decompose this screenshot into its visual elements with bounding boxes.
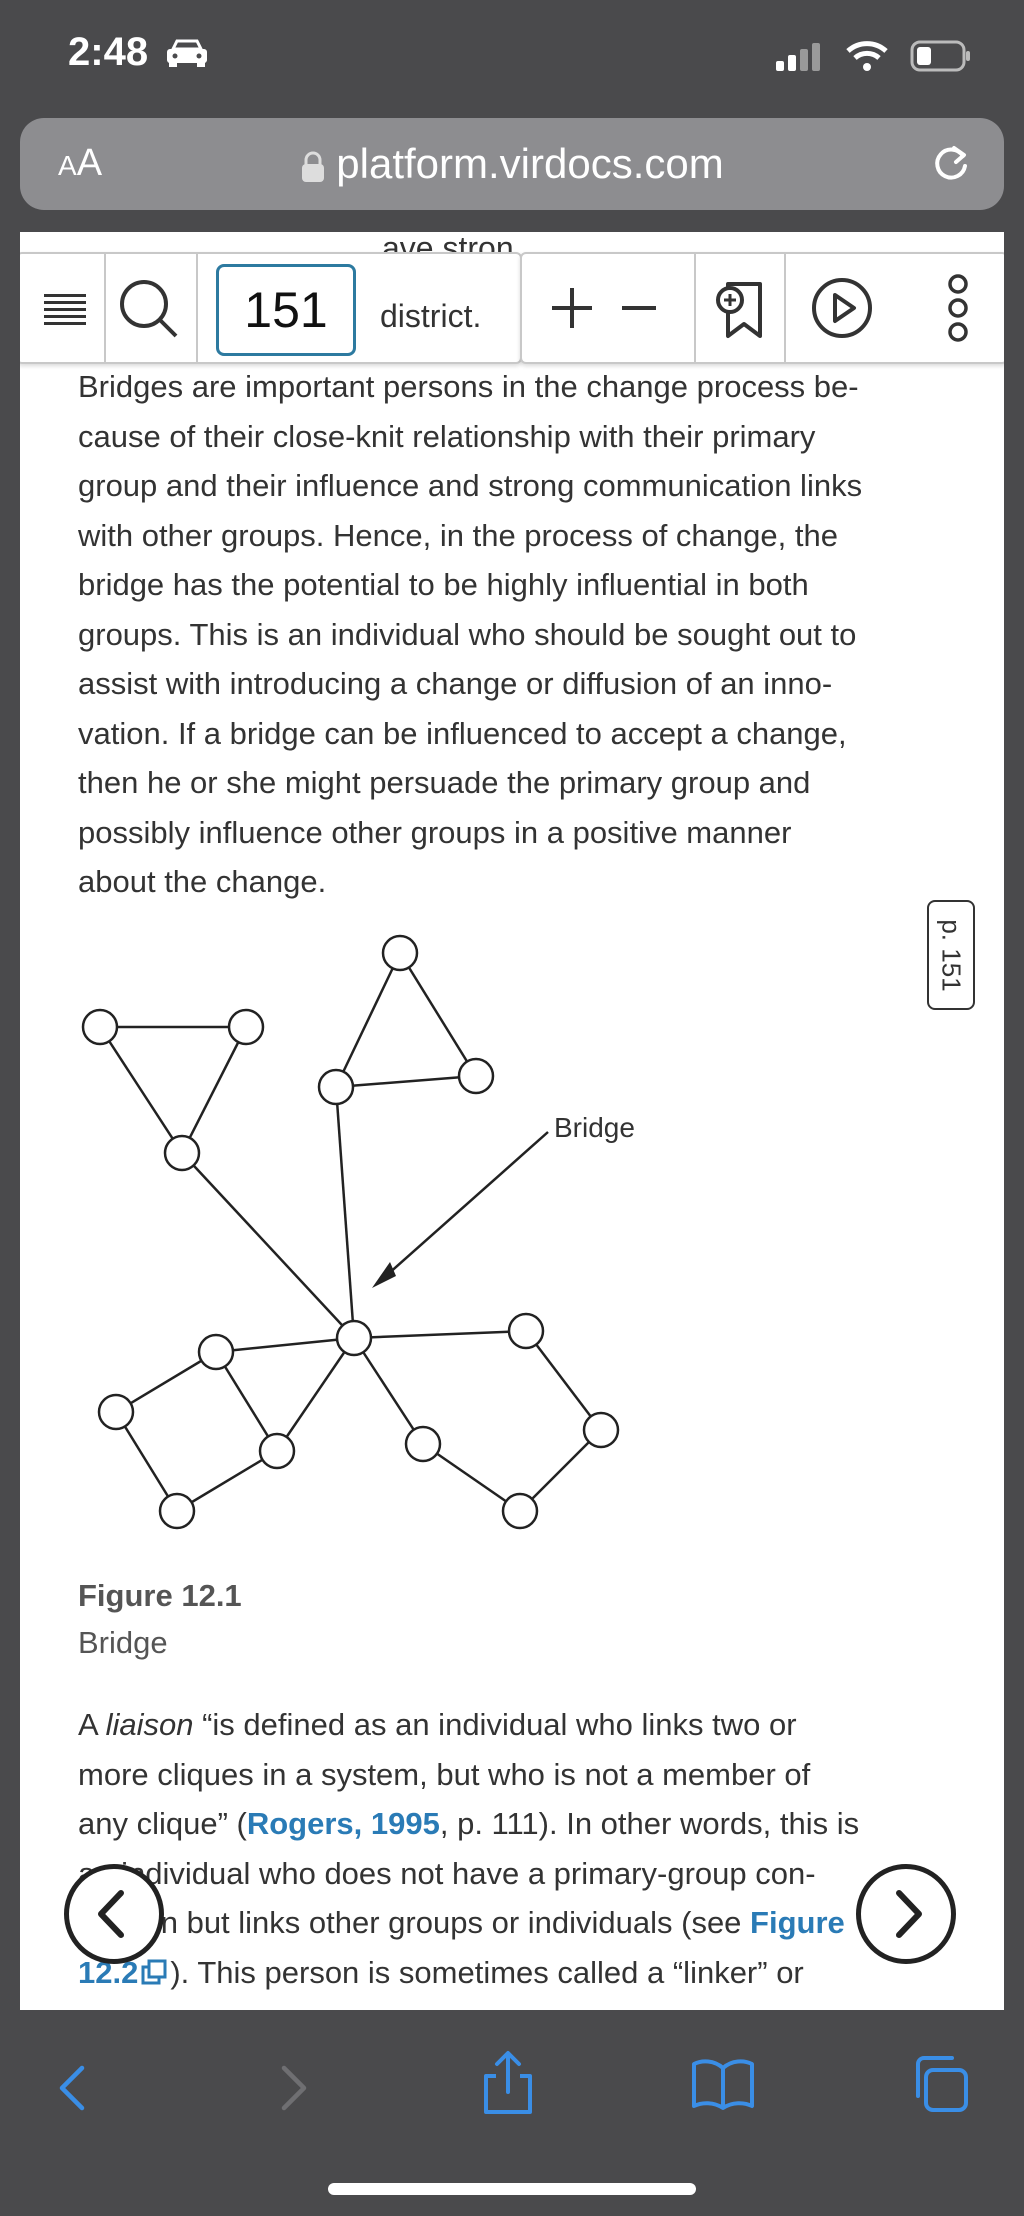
toolbar-separator: [694, 254, 696, 362]
toolbar-separator: [196, 254, 198, 362]
text-line: any clique” (Rogers, 1995, p. 111). In o…: [78, 1806, 860, 1841]
chevron-right-icon: [896, 1890, 922, 1938]
bridge-network-diagram: Bridge: [81, 934, 635, 1530]
text-line: possibly influence other groups in a pos…: [78, 814, 792, 850]
page-marker-label: p. 151: [936, 919, 967, 992]
text-line: then he or she might persuade the primar…: [78, 765, 811, 800]
text-line: bridge has the potential to be highly in…: [78, 567, 809, 602]
page-marker: p. 151: [927, 900, 975, 1010]
text-line: about the change.: [78, 864, 327, 899]
battery-icon: [910, 40, 970, 72]
back-icon[interactable]: [48, 2060, 98, 2116]
status-time: 2:48: [68, 30, 209, 75]
text-line: more cliques in a system, but who is not…: [78, 1756, 811, 1792]
plus-icon[interactable]: [542, 254, 602, 362]
cellular-signal-icon: [776, 43, 820, 71]
reader-page: ave stron 151 district.: [20, 232, 1004, 2010]
text-size-button[interactable]: AA: [58, 142, 103, 184]
figure-label: Figure 12.1: [78, 1578, 242, 1613]
bridge-label: Bridge: [554, 1112, 635, 1143]
text-line: assist with introducing a change or diff…: [78, 666, 833, 701]
reader-toolbar: 151 district.: [20, 252, 1004, 364]
text-line: groups. This is an individual who should…: [78, 616, 857, 652]
text-line: with other groups. Hence, in the process…: [78, 517, 838, 553]
lock-icon: [302, 151, 325, 182]
forward-icon[interactable]: [268, 2060, 318, 2116]
text-line: A liaison “is defined as an individual w…: [78, 1707, 797, 1742]
previous-page-button[interactable]: [64, 1864, 164, 1964]
menu-icon[interactable]: [38, 254, 92, 362]
figure-caption: Bridge: [78, 1625, 168, 1660]
status-bar: 2:48: [0, 0, 1024, 110]
text-line: an individual who does not have a primar…: [78, 1855, 816, 1891]
add-bookmark-icon[interactable]: [708, 254, 778, 362]
text-line: 12.2). This person is sometimes called a…: [78, 1954, 804, 1990]
next-page-button[interactable]: [856, 1864, 956, 1964]
obscured-text: district.: [380, 298, 482, 334]
clock-time: 2:48: [68, 30, 149, 74]
text-line: Bridges are important persons in the cha…: [78, 369, 859, 404]
car-icon: [167, 39, 208, 68]
home-indicator[interactable]: [328, 2183, 696, 2195]
more-icon[interactable]: [938, 254, 978, 362]
external-link-icon[interactable]: [140, 1958, 168, 1986]
toolbar-separator: [784, 254, 786, 362]
status-indicators: [776, 36, 972, 76]
paragraph-bridges: Bridges are important persons in the cha…: [78, 362, 978, 907]
url-display[interactable]: platform.virdocs.com: [20, 140, 1004, 188]
browser-toolbar: [0, 2010, 1024, 2216]
bridge-arrowhead: [372, 1262, 396, 1288]
toolbar-right-group: [520, 252, 1004, 364]
search-icon[interactable]: [114, 254, 184, 362]
text-line: nection but links other groups or indivi…: [78, 1905, 845, 1940]
share-icon[interactable]: [478, 2048, 538, 2118]
text-line: vation. If a bridge can be influenced to…: [78, 715, 847, 751]
minus-icon[interactable]: [614, 254, 664, 362]
citation-link[interactable]: Rogers, 1995: [246, 1806, 440, 1841]
toolbar-separator: [104, 254, 106, 362]
text-line: cause of their close-knit relationship w…: [78, 418, 816, 454]
url-text: platform.virdocs.com: [336, 140, 724, 187]
figure-link[interactable]: Figure: [750, 1905, 845, 1940]
address-bar[interactable]: AA platform.virdocs.com: [20, 118, 1004, 210]
toolbar-left-group: 151 district.: [20, 252, 522, 364]
paragraph-liaison: A liaison “is defined as an individual w…: [78, 1700, 978, 2010]
text-line: group and their influence and strong com…: [78, 468, 863, 503]
tabs-icon[interactable]: [910, 2054, 970, 2114]
play-icon[interactable]: [802, 254, 882, 362]
chevron-left-icon: [98, 1890, 124, 1938]
wifi-icon: [846, 41, 888, 71]
book-icon[interactable]: [690, 2056, 756, 2112]
reload-icon[interactable]: [928, 140, 974, 186]
page-number-input[interactable]: 151: [216, 264, 356, 356]
